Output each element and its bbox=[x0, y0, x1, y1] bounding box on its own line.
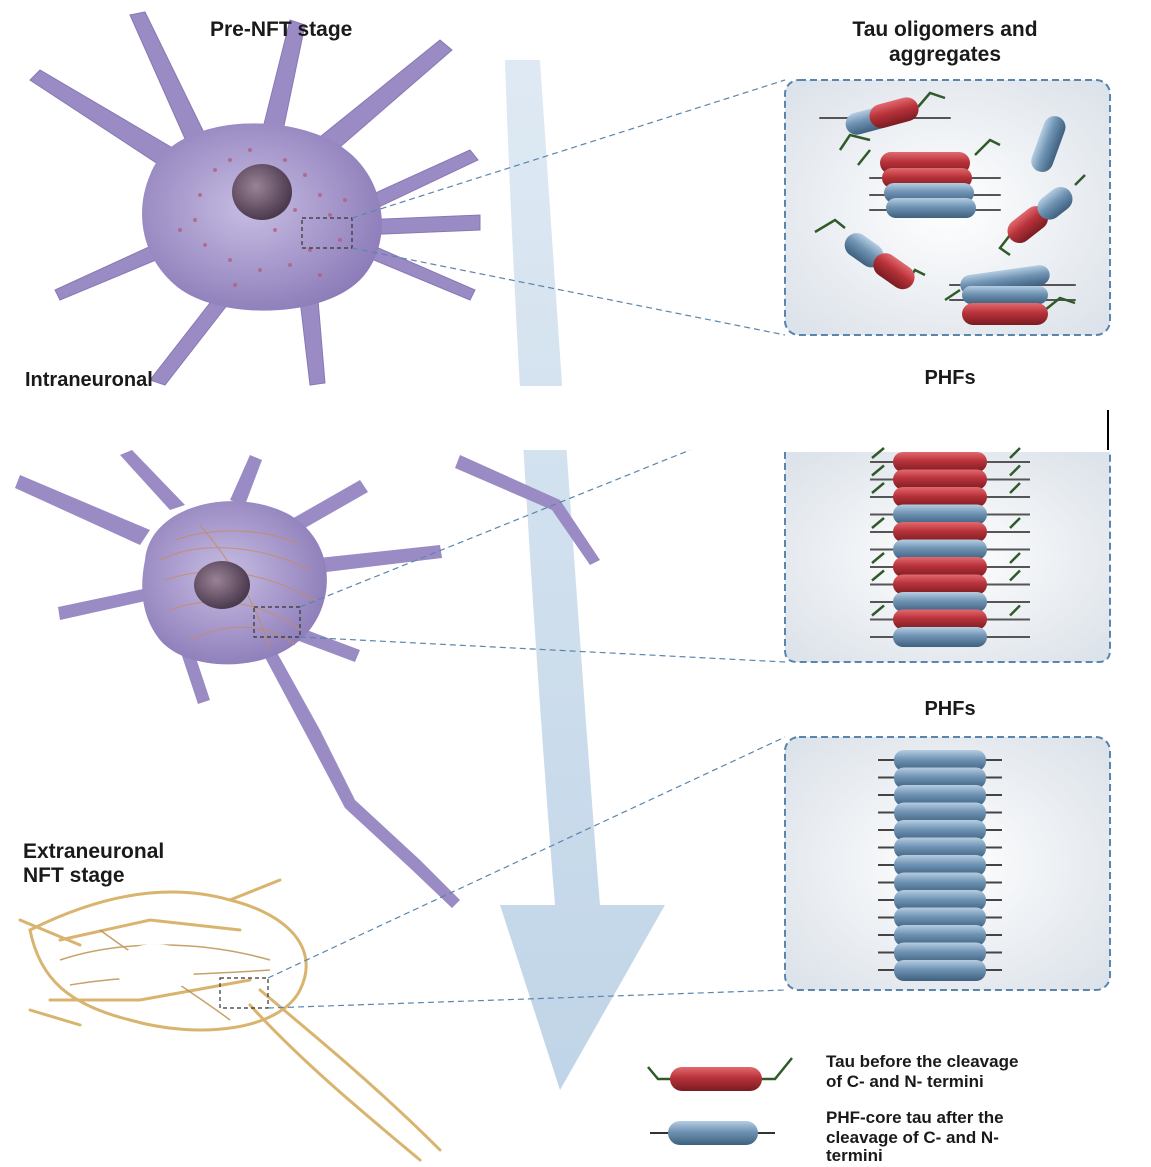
blue-tau-segment bbox=[894, 960, 986, 981]
legend-blue-tau-icon bbox=[650, 1121, 775, 1145]
legend-blue-tau-line2: cleavage of C- and N- bbox=[826, 1128, 999, 1148]
extraneuronal-label: Extraneuronal bbox=[23, 840, 164, 864]
blue-tau-segment bbox=[893, 505, 987, 525]
pre-nft-stage-label: Pre-NFT stage bbox=[210, 18, 352, 42]
red-tau-segment bbox=[893, 557, 987, 577]
legend-red-tau-line2: of C- and N- termini bbox=[826, 1072, 984, 1092]
red-tau-segment bbox=[893, 487, 987, 507]
red-tau-segment bbox=[893, 452, 987, 472]
nft-stage-label: NFT stage bbox=[23, 864, 125, 888]
legend-red-tau-icon bbox=[648, 1058, 792, 1091]
legend-blue-tau-line3: termini bbox=[826, 1146, 883, 1166]
tau-aggregates-title: aggregates bbox=[790, 43, 1100, 67]
progression-arrow bbox=[500, 60, 665, 1090]
red-tau-segment bbox=[893, 575, 987, 595]
blue-tau-segment bbox=[893, 627, 987, 647]
red-tau-segment bbox=[893, 610, 987, 630]
legend-blue-tau-line1: PHF-core tau after the bbox=[826, 1108, 1004, 1128]
blue-tau-segment bbox=[893, 592, 987, 612]
blue-tau-segment bbox=[893, 540, 987, 560]
gap-band bbox=[0, 386, 1110, 450]
tau-oligomers-title: Tau oligomers and bbox=[790, 18, 1100, 42]
legend-red-tau-line1: Tau before the cleavage bbox=[826, 1052, 1018, 1072]
intraneuronal-label: Intraneuronal bbox=[25, 368, 153, 392]
red-tau-segment bbox=[893, 470, 987, 490]
red-tau-segment bbox=[893, 522, 987, 542]
tau-oligomers-panel bbox=[785, 80, 1110, 335]
phfs-bottom-title: PHFs bbox=[890, 697, 1010, 721]
phfs-mixed-panel bbox=[785, 448, 1110, 662]
extraneuronal-tangle bbox=[20, 880, 440, 1160]
phfs-middle-title: PHFs bbox=[890, 366, 1010, 390]
phfs-core-panel bbox=[785, 737, 1110, 990]
